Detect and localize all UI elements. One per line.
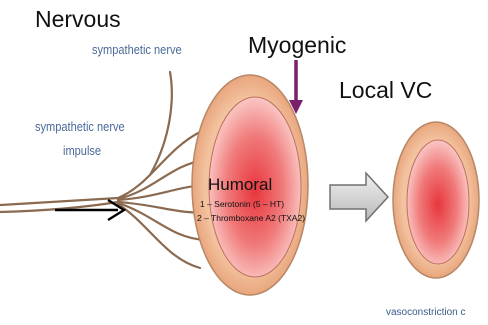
constricted-lumen [407,140,469,264]
nervous-label: Nervous [35,6,121,33]
impulse-label-line2: impulse [63,143,101,158]
sympathetic-nerve-label: sympathetic nerve [92,42,182,57]
right-arrow-icon [55,200,124,220]
myogenic-label: Myogenic [248,32,346,59]
impulse-label-line1: sympathetic nerve [35,119,125,134]
nerve-branch-upper [150,72,172,175]
constricted-vessel [393,122,479,278]
humoral-item-thromboxane: 2 – Thromboxane A2 (TXA2) [197,213,305,223]
nerve-fibres [0,72,210,268]
humoral-label: Humoral [208,175,272,195]
block-right-arrow-icon [330,173,388,221]
source-watermark: vasoconstriction c [386,307,465,318]
humoral-item-serotonin: 1 – Serotonin (5 – HT) [200,199,284,209]
local-vc-label: Local VC [339,77,432,104]
